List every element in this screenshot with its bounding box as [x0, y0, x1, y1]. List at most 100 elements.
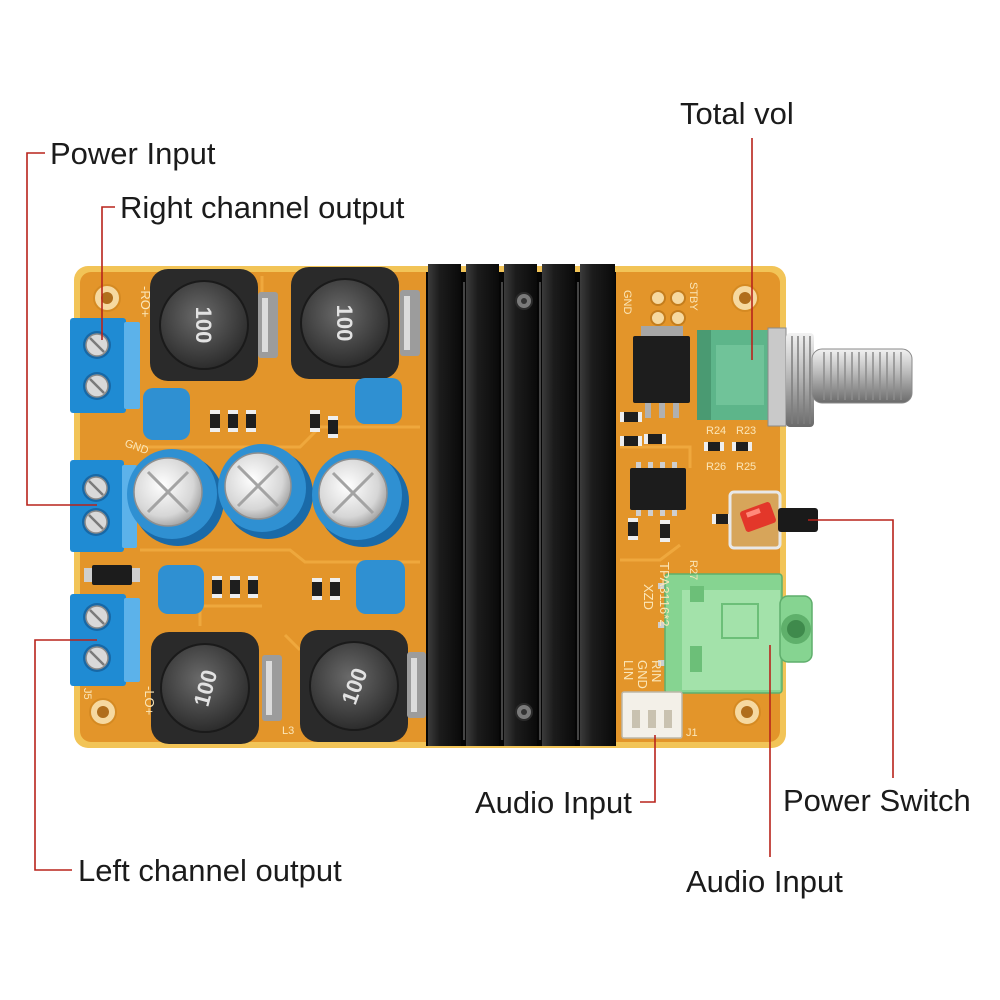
silk-chip: TPA3116*2 [657, 562, 672, 627]
jack-opening-inner [787, 620, 805, 638]
screw-slot [89, 378, 105, 394]
smd-body [228, 414, 238, 428]
heatsink [426, 264, 616, 746]
mounting-hole-center [101, 292, 113, 304]
screw-slot [88, 480, 104, 496]
ic-pin [648, 462, 653, 470]
smd-pad-shine [262, 298, 268, 352]
header-hole [650, 290, 666, 306]
smd-body [246, 414, 256, 428]
capacitor-vent [146, 470, 190, 514]
jack-window [721, 603, 759, 639]
inductor-value: 100 [191, 307, 216, 344]
power-switch-leader [808, 519, 894, 778]
screw-slot [89, 337, 105, 353]
silk-right-output: -RO+ [138, 286, 153, 317]
silk-r24: R24 [706, 425, 726, 437]
silk-brand: XZD [641, 584, 656, 610]
callout-lines [26, 138, 894, 871]
voltage-regulator [633, 326, 690, 418]
ic-pin [648, 508, 653, 516]
right-channel-output-label: Right channel output [120, 190, 405, 225]
silk-r25: R25 [736, 461, 756, 473]
smd-body [310, 414, 320, 428]
connector-pin [664, 710, 672, 728]
ic-pin [672, 462, 677, 470]
inductor-core [300, 278, 390, 368]
ic-pin [636, 508, 641, 516]
silk-j1: J1 [686, 727, 698, 739]
silk-l3: L3 [282, 725, 294, 737]
smd-body [628, 522, 638, 536]
pot-shaft [811, 348, 913, 404]
silk-pin-lin: LIN [621, 660, 636, 680]
terminal-block-left-output [70, 594, 140, 686]
callout-labels: Total vol Power Input Right channel outp… [50, 96, 971, 899]
led-highlight [745, 508, 761, 518]
header-holes [650, 290, 686, 326]
smd-body [210, 414, 220, 428]
silk-r23: R23 [736, 425, 756, 437]
fin-highlights [463, 282, 579, 740]
header-hole [670, 310, 686, 326]
smd-body [328, 420, 338, 434]
smd-body [248, 580, 258, 594]
heatsink-fin [504, 264, 537, 746]
audio-input-connector-label: Audio Input [475, 785, 632, 820]
smd-pads [258, 290, 426, 721]
power-switch-button [778, 508, 818, 532]
smd-components [210, 410, 752, 600]
connector-pin [648, 710, 656, 728]
inductor: 100 [300, 630, 408, 742]
electrolytic-capacitor [312, 450, 409, 547]
mounting-holes [89, 284, 761, 726]
inductor-core [309, 641, 399, 731]
audio-input-connector-leader [640, 735, 656, 803]
mounting-hole-center [739, 292, 751, 304]
smd-body [648, 434, 662, 444]
ic-pin [660, 508, 665, 516]
pot-shade [697, 330, 711, 420]
power-switch-assembly [728, 490, 818, 550]
smd-body [716, 514, 728, 524]
smd-pad-shine [266, 661, 272, 715]
ceramic-capacitor [356, 560, 405, 614]
inductor-core [159, 280, 249, 370]
regulator-leg [673, 403, 679, 418]
terminal-block-power-input [70, 460, 137, 552]
bushing-threads [791, 336, 811, 424]
total-vol-label: Total vol [680, 96, 794, 131]
silk-j5: J5 [81, 688, 93, 700]
shaft-knurling [823, 352, 902, 400]
trace [620, 543, 681, 562]
right-channel-output-leader [101, 206, 115, 340]
electrolytic-capacitor [127, 449, 224, 546]
trace [283, 633, 302, 652]
connector-pin [632, 710, 640, 728]
regulator-leg [645, 403, 651, 418]
terminal-side [124, 322, 140, 409]
pot-plate [767, 327, 787, 427]
smd-body [624, 436, 638, 446]
heatsink-screw-center [521, 709, 527, 715]
trace [130, 425, 420, 449]
jack-slot [690, 586, 704, 602]
smd-pad-shine [411, 658, 417, 712]
silk-pin-rin: RIN [649, 660, 664, 682]
jack-pin [658, 583, 668, 589]
screw-slot [88, 514, 104, 530]
terminal-side [124, 598, 140, 682]
power-input-leader [26, 152, 97, 506]
ic-pin [636, 462, 641, 470]
inductor: 100 [151, 632, 259, 744]
ic-pin [672, 508, 677, 516]
volume-potentiometer [697, 327, 913, 427]
trace [620, 445, 692, 468]
smd-body [230, 580, 240, 594]
inductor: 100 [150, 269, 258, 381]
heatsink-fin [428, 264, 461, 746]
smd-body [624, 412, 638, 422]
silk-ground: GND [621, 290, 633, 315]
screw-slot [89, 609, 105, 625]
